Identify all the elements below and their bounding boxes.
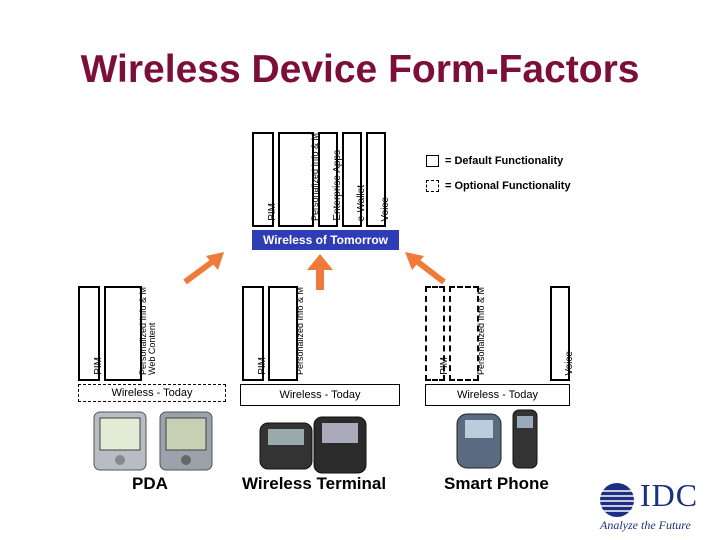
terminal-devices-icon [259, 416, 367, 474]
idc-globe-icon [600, 483, 634, 517]
arrow-pda-icon [183, 252, 224, 285]
diagram-panel: PIM Personalized Info & M Web Content En… [70, 130, 575, 410]
tomorrow-bar-ewallet: e-Wallet [342, 132, 367, 227]
idc-logo-word: IDC [640, 477, 699, 513]
tomorrow-bar-label: PIM [267, 203, 278, 221]
legend-default: = Default Functionality [426, 155, 563, 167]
pda-bar-label: PIM [93, 357, 104, 375]
phone-base: Wireless - Today [425, 384, 570, 406]
terminal-bar-pim: PIM [242, 286, 268, 381]
phone-bar-pim: PIM [425, 286, 450, 381]
pda-bar-label: Personalized Info & M Web Content [138, 286, 157, 375]
smart-phone-label: Smart Phone [444, 474, 549, 493]
phone-bar-label: Personalized Info & M [476, 286, 486, 375]
legend-optional: = Optional Functionality [426, 180, 571, 192]
terminal-base: Wireless - Today [240, 384, 400, 406]
legend-optional-label: = Optional Functionality [445, 180, 571, 192]
pda-bar-pim: PIM [78, 286, 104, 381]
arrow-phone-icon [405, 252, 446, 285]
tomorrow-bar-voice: Voice [366, 132, 391, 227]
wireless-terminal-label: Wireless Terminal [242, 474, 387, 493]
slide-title: Wireless Device Form-Factors [80, 48, 640, 91]
legend-default-label: = Default Functionality [445, 155, 564, 167]
smart-phone-devices-icon [456, 409, 538, 469]
terminal-bar-personalized: Personalized Info & M [268, 286, 305, 381]
terminal-bar-label: PIM [257, 357, 268, 375]
pda-bar-personalized: Personalized Info & M Web Content [104, 286, 157, 381]
pda-label: PDA [132, 474, 168, 493]
pda-devices-icon [93, 411, 213, 471]
terminal-bar-label: Personalized Info & M [295, 286, 305, 375]
tomorrow-bar-enterprise: Enterprise Apps [318, 132, 343, 227]
tomorrow-band: Wireless of Tomorrow [252, 230, 399, 250]
idc-tagline: Analyze the Future [600, 518, 691, 532]
tomorrow-bar-label: Voice [380, 196, 391, 221]
arrow-terminal-icon [307, 254, 333, 290]
tomorrow-bar-personalized: Personalized Info & M Web Content [278, 132, 329, 227]
legend-optional-swatch [426, 180, 439, 192]
pda-base: Wireless - Today [78, 384, 226, 402]
phone-bar-personalized: Personalized Info & M [449, 286, 486, 381]
tomorrow-bar-pim: PIM [252, 132, 278, 227]
phone-bar-label: Voice [564, 350, 575, 375]
phone-bar-voice: Voice [550, 286, 575, 381]
legend-default-swatch [426, 155, 439, 167]
